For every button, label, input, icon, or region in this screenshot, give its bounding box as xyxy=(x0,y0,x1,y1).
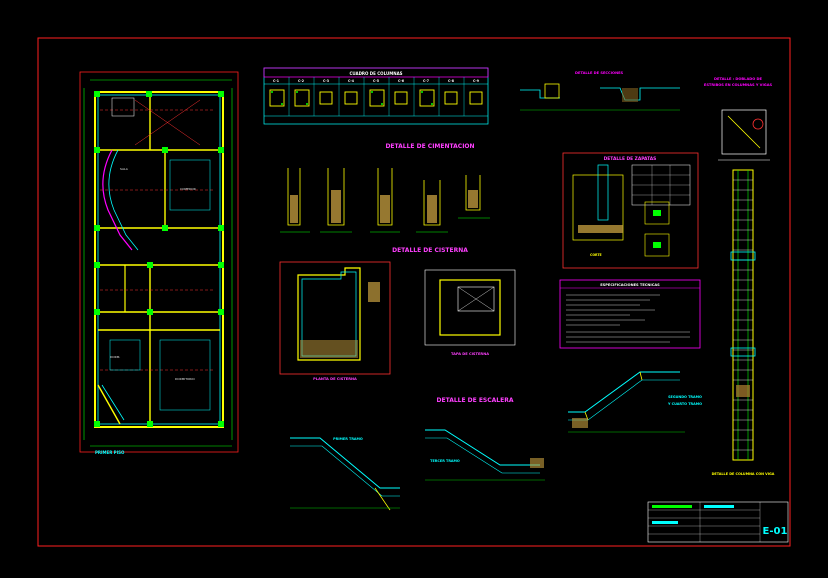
floor-plan: SALA COMEDOR DORM. DORMITORIO xyxy=(83,79,233,447)
column-table-headers: C-1 C-2 C-3 C-4 C-5 C-6 C-7 C-8 C-9 xyxy=(273,79,480,83)
zapatas-title: DETALLE DE ZAPATAS xyxy=(604,156,657,162)
column-header: C-7 xyxy=(423,79,429,83)
planta-cisterna-label: PLANTA DE CISTERNA xyxy=(313,377,357,381)
svg-text:DORM.: DORM. xyxy=(110,355,120,359)
svg-text:SALA: SALA xyxy=(120,167,129,171)
column-header: C-1 xyxy=(273,79,279,83)
plan-frame xyxy=(79,71,239,453)
doblado-title: DETALLE : DOBLADO DE xyxy=(714,77,762,81)
secciones-title: DETALLE DE SECCIONES xyxy=(575,71,624,75)
sheet-code: E-01 xyxy=(763,526,788,537)
stirrup-detail xyxy=(718,109,770,161)
primer-piso-label: PRIMER PISO xyxy=(95,450,125,455)
escalera-title: DETALLE DE ESCALERA xyxy=(436,397,513,404)
segundo-tramo-label: SEGUNDO TRAMO xyxy=(668,395,702,399)
column-header: C-5 xyxy=(373,79,379,83)
column-header: C-8 xyxy=(448,79,455,83)
sheet-frame xyxy=(37,37,791,547)
column-header: C-6 xyxy=(398,79,405,83)
tapa-cisterna-label: TAPA DE CISTERNA xyxy=(451,352,489,356)
column-header: C-2 xyxy=(298,79,304,83)
column-table xyxy=(263,67,489,125)
column-header: C-9 xyxy=(473,79,480,83)
stair-details xyxy=(290,371,685,511)
column-detail-label: DETALLE DE COLUMNA CON VIGA xyxy=(712,472,775,476)
corte-label: CORTE xyxy=(590,253,602,257)
column-elevation xyxy=(730,169,756,461)
cisterna-title: DETALLE DE CISTERNA xyxy=(392,247,468,254)
column-table-title: CUADRO DE COLUMNAS xyxy=(349,71,402,76)
section-details xyxy=(520,83,680,111)
foundation-details xyxy=(280,168,490,233)
svg-text:DORMITORIO: DORMITORIO xyxy=(175,377,195,381)
column-header: C-4 xyxy=(348,79,355,83)
cuarto-tramo-label: Y CUARTO TRAMO xyxy=(667,402,702,406)
svg-text:COMEDOR: COMEDOR xyxy=(180,187,196,191)
zapatas-block xyxy=(562,152,699,269)
cistern-details xyxy=(279,261,516,375)
tercer-tramo-label: TERCER TRAMO xyxy=(430,459,460,463)
specs-title: ESPECIFICACIONES TECNICAS xyxy=(600,283,660,287)
title-block xyxy=(647,501,789,543)
primer-tramo-label: PRIMER TRAMO xyxy=(333,437,363,441)
specs-block xyxy=(559,279,701,349)
column-header: C-3 xyxy=(323,79,329,83)
cimentacion-title: DETALLE DE CIMENTACION xyxy=(385,143,474,150)
doblado-title-2: ESTRIBOS EN COLUMNAS Y VIGAS xyxy=(704,83,773,87)
